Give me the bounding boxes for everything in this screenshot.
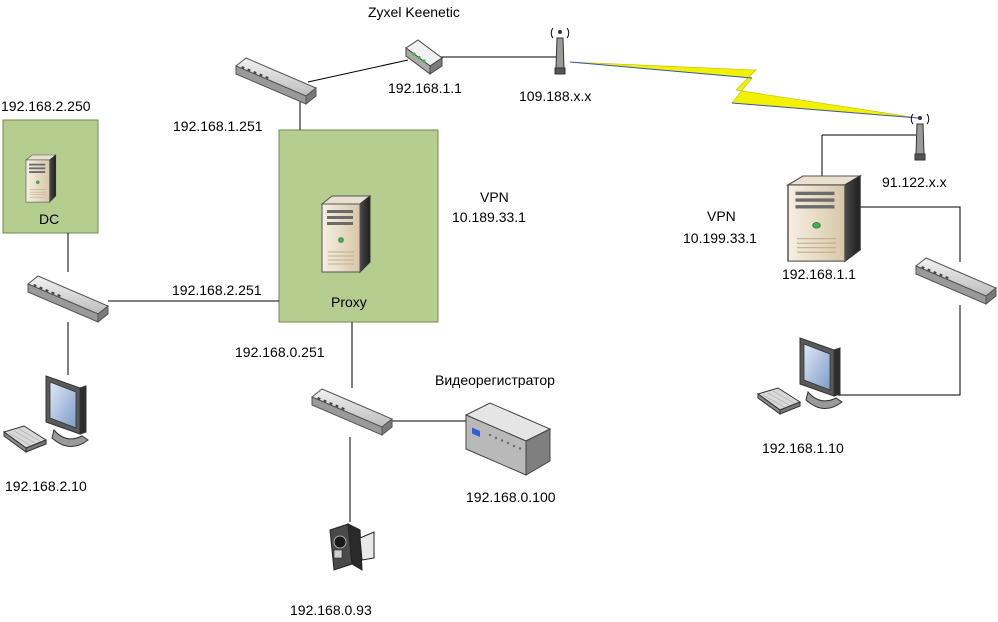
proxy-vpn-ip: 10.189.33.1 xyxy=(452,209,526,225)
switch-bottom xyxy=(311,388,393,436)
remote-server-ip: 192.168.1.1 xyxy=(782,266,856,282)
pc-right-ip: 192.168.1.10 xyxy=(762,440,844,456)
remote-server xyxy=(787,175,861,262)
wireless-link xyxy=(569,61,919,119)
camera-ip: 192.168.0.93 xyxy=(290,602,372,618)
switch-top xyxy=(235,57,317,105)
proxy-ip-left: 192.168.2.251 xyxy=(172,282,262,298)
router-device xyxy=(405,39,443,75)
dc-ip: 192.168.2.250 xyxy=(1,98,91,114)
switch-left xyxy=(27,275,109,323)
proxy-server xyxy=(321,195,371,273)
antenna-right-ip: 91.122.x.x xyxy=(882,174,947,190)
proxy-ip-bottom: 192.168.0.251 xyxy=(235,344,325,360)
pc-left xyxy=(3,375,89,453)
remote-vpn-ip: 10.199.33.1 xyxy=(683,230,757,246)
router-title: Zyxel Keenetic xyxy=(368,4,460,20)
antenna-left-ip: 109.188.x.x xyxy=(519,88,591,104)
antenna-right xyxy=(906,113,930,161)
proxy-vpn-label: VPN xyxy=(480,189,509,205)
dvr-ip: 192.168.0.100 xyxy=(466,489,556,505)
pc-left-ip: 192.168.2.10 xyxy=(5,478,87,494)
dvr-title: Видеорегистратор xyxy=(435,372,555,388)
dc-server xyxy=(25,154,57,203)
antenna-left xyxy=(546,27,570,75)
switch-right xyxy=(915,257,997,305)
proxy-name: Proxy xyxy=(331,294,367,310)
dc-name: DC xyxy=(39,211,59,227)
connection-lines xyxy=(67,56,961,522)
proxy-ip-top: 192.168.1.251 xyxy=(173,118,263,134)
video-camera xyxy=(329,523,375,571)
router-ip: 192.168.1.1 xyxy=(388,80,462,96)
pc-right xyxy=(757,337,843,415)
dvr-device xyxy=(464,402,552,476)
remote-vpn-label: VPN xyxy=(707,208,736,224)
